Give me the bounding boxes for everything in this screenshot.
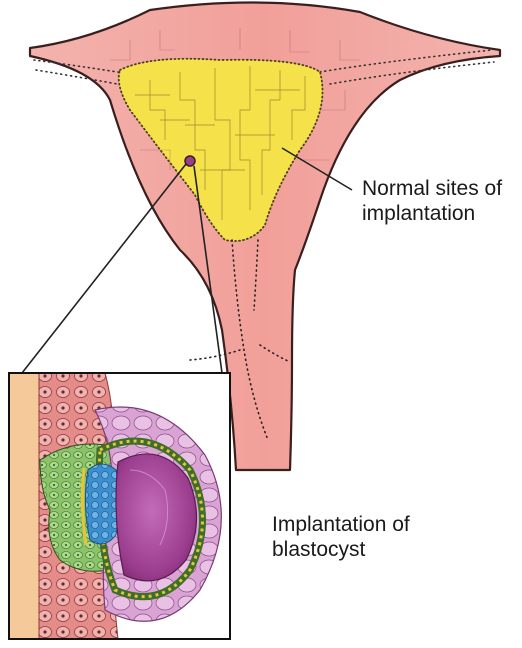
label-blastocyst-line2: blastocyst (272, 537, 410, 562)
label-blastocyst: Implantation of blastocyst (272, 512, 410, 562)
label-normal-sites-line2: implantation (362, 201, 502, 226)
label-normal-sites: Normal sites of implantation (362, 176, 502, 226)
label-blastocyst-line1: Implantation of (272, 512, 410, 537)
label-normal-sites-line1: Normal sites of (362, 176, 502, 201)
